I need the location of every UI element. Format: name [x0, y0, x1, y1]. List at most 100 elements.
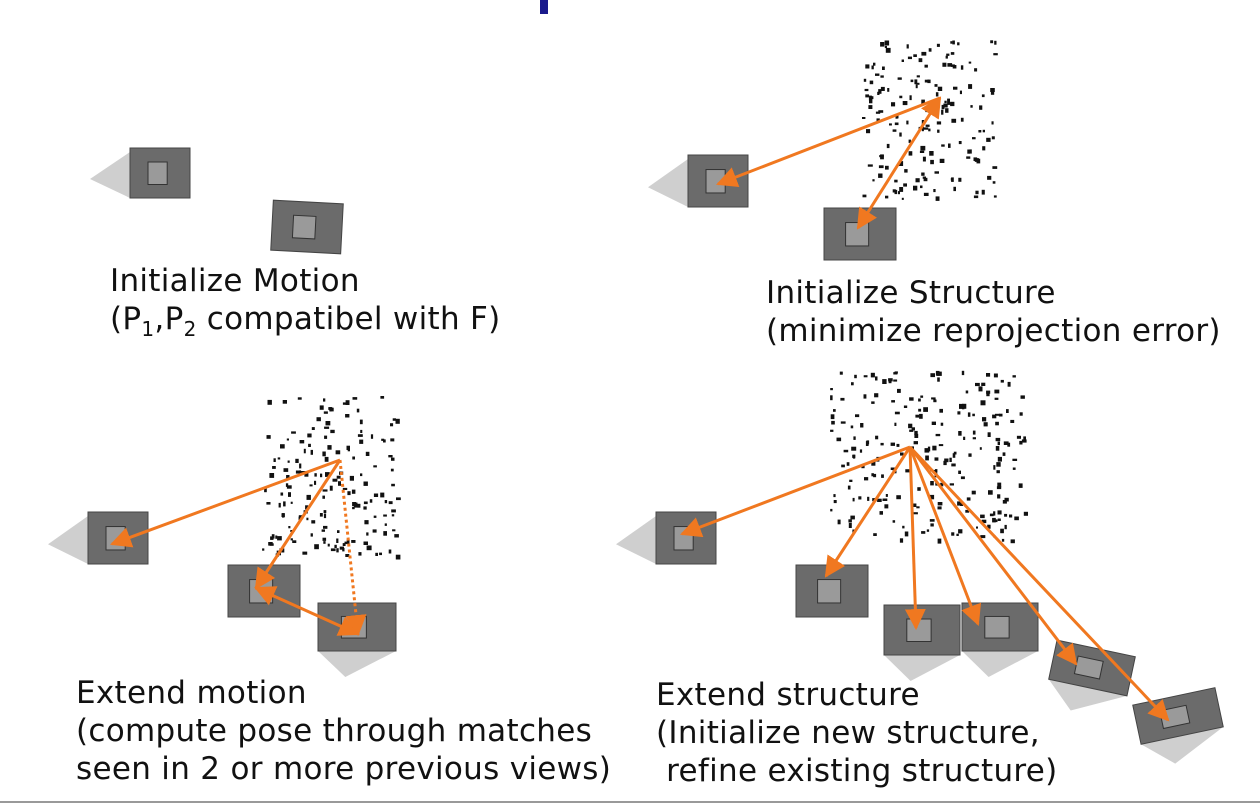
cloud-point: [941, 144, 945, 147]
camera-frustum: [90, 152, 130, 198]
caption-line: (P1,P2 compatibel with F): [110, 300, 501, 348]
camera: [616, 511, 717, 565]
camera-frustum: [962, 651, 1038, 677]
cloud-point: [967, 412, 971, 417]
cloud-point: [976, 526, 978, 529]
cloud-point: [958, 529, 963, 534]
cloud-point: [383, 439, 386, 443]
projection-arrow: [254, 586, 360, 636]
cloud-point: [1010, 419, 1015, 423]
cloud-point: [941, 109, 944, 115]
cloud-point: [959, 90, 962, 95]
cloud-point: [947, 102, 952, 105]
cloud-point: [347, 448, 350, 452]
cloud-point: [914, 433, 919, 438]
cloud-point: [885, 47, 891, 53]
cloud-point: [1010, 539, 1015, 544]
cloud-point: [297, 397, 302, 400]
cloud-point: [897, 388, 901, 393]
cloud-point: [953, 451, 957, 455]
cloud-point: [966, 497, 971, 501]
cloud-point: [352, 502, 357, 506]
cloud-point: [323, 510, 327, 513]
cloud-point: [316, 417, 321, 422]
cloud-point: [345, 414, 350, 418]
cloud-point: [831, 420, 835, 425]
cloud-point: [889, 123, 892, 126]
cloud-point: [924, 79, 930, 83]
cloud-point: [364, 520, 369, 525]
cloud-point: [843, 449, 849, 453]
cloud-point: [936, 121, 942, 125]
cloud-point: [344, 541, 349, 545]
cloud-point: [266, 502, 271, 505]
cloud-point: [929, 151, 934, 156]
cloud-point: [948, 143, 951, 148]
cloud-point: [947, 63, 953, 67]
cloud-point: [862, 117, 866, 119]
cloud-point: [937, 129, 940, 133]
cloud-point: [314, 473, 317, 477]
cloud-point: [944, 458, 949, 463]
cloud-point: [887, 88, 890, 92]
cloud-point: [923, 407, 928, 412]
cloud-point: [997, 482, 1002, 488]
cloud-point: [1019, 440, 1023, 445]
camera-image-detail: [984, 615, 1010, 639]
cloud-point: [873, 62, 876, 66]
cloud-point: [911, 427, 915, 431]
cloud-point: [1001, 538, 1005, 542]
cloud-point: [896, 495, 901, 500]
cloud-point: [1002, 452, 1006, 456]
cloud-point: [924, 64, 928, 68]
cloud-point: [939, 408, 943, 413]
cloud-point: [269, 543, 274, 546]
cloud-point: [986, 137, 991, 142]
cloud-point: [937, 502, 943, 506]
cloud-point: [873, 533, 877, 536]
cloud-point: [319, 405, 324, 410]
cloud-point: [968, 84, 973, 89]
cloud-point: [879, 511, 883, 515]
cloud-point: [286, 485, 292, 489]
cloud-point: [323, 513, 327, 519]
cloud-point: [982, 417, 987, 422]
cloud-point: [913, 441, 918, 445]
cloud-point: [890, 467, 895, 470]
cloud-point: [951, 118, 957, 123]
cloud-point: [846, 462, 850, 466]
cloud-point: [875, 435, 879, 440]
camera-image-detail: [105, 526, 126, 551]
cloud-point: [981, 382, 986, 386]
projection-arrow: [904, 446, 926, 631]
cloud-point: [309, 484, 313, 487]
cloud-point: [923, 192, 929, 196]
cloud-point: [338, 481, 341, 486]
cloud-point: [342, 487, 348, 490]
cloud-point: [292, 540, 297, 543]
cloud-point: [1023, 436, 1026, 442]
cloud-point: [934, 84, 938, 87]
cloud-point: [951, 532, 955, 536]
cloud-point: [926, 105, 929, 110]
cloud-point: [342, 402, 347, 405]
cloud-point: [266, 435, 271, 439]
cloud-point: [951, 463, 956, 467]
cloud-point: [321, 529, 325, 532]
cloud-point: [379, 552, 382, 556]
cloud-point: [329, 485, 333, 491]
cloud-point: [863, 394, 867, 399]
projection-arrow: [908, 446, 982, 626]
cloud-point: [894, 371, 898, 374]
cloud-point: [373, 515, 377, 518]
cloud-point: [854, 374, 857, 379]
cloud-point: [960, 65, 964, 70]
cloud-point: [370, 434, 374, 439]
cloud-point: [918, 398, 921, 402]
cloud-point: [345, 400, 350, 405]
cloud-point: [347, 491, 351, 496]
cloud-point: [972, 430, 976, 435]
cloud-point: [916, 75, 920, 78]
cloud-point: [281, 513, 285, 517]
cloud-point: [986, 390, 991, 394]
